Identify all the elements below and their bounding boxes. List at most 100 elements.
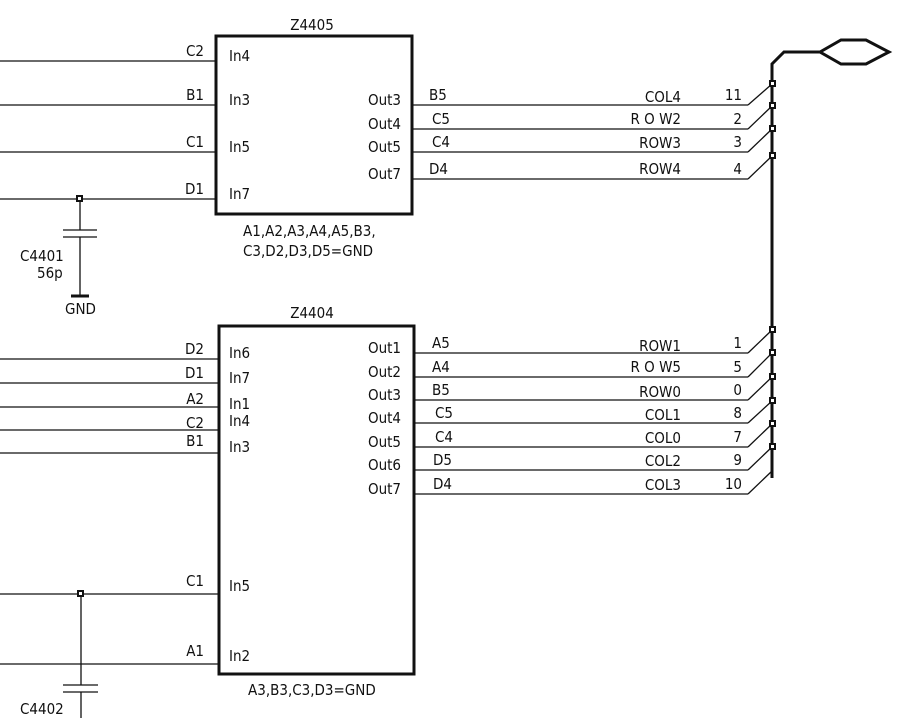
bus-junction xyxy=(769,349,776,356)
bus-junction xyxy=(769,443,776,450)
bus-entry xyxy=(747,83,773,106)
bus-entry xyxy=(747,329,773,354)
bus-junction xyxy=(769,125,776,132)
output-net-label: C4 xyxy=(432,133,450,151)
input-net-label: C2 xyxy=(186,414,204,432)
junction-dot xyxy=(76,195,83,202)
input-pin-label: In2 xyxy=(229,647,250,665)
bus-entry xyxy=(747,105,773,130)
z4405-output-row: D4 ROW4 4 xyxy=(412,155,773,180)
input-net-label: A2 xyxy=(186,390,204,408)
z4404-output-row: C4 COL0 7 xyxy=(414,423,773,448)
signal-label: ROW0 xyxy=(639,383,681,401)
output-pin-label: Out6 xyxy=(368,456,401,474)
pin-number: 9 xyxy=(733,451,742,469)
component-ref: Z4405 xyxy=(290,16,334,34)
bus-entry xyxy=(747,423,773,448)
input-pin-label: In3 xyxy=(229,438,250,456)
component-z4405: Z4405 C2 In4 B1 In3 C1 In5 D1 In7 Out3 O… xyxy=(0,16,414,260)
output-net-label: C5 xyxy=(435,404,453,422)
ground-label: GND xyxy=(65,300,96,318)
pin-number: 5 xyxy=(733,358,742,376)
input-pin-label: In5 xyxy=(229,577,250,595)
signal-label: COL4 xyxy=(645,88,681,106)
bus-entry xyxy=(747,400,773,424)
input-net-label: C1 xyxy=(186,572,204,590)
input-pin-label: In4 xyxy=(229,412,250,430)
input-pin-label: In7 xyxy=(229,369,250,387)
pin-number: 1 xyxy=(733,334,742,352)
input-net-label: B1 xyxy=(186,432,204,450)
bus-connector-hexagon xyxy=(816,38,893,66)
input-net-label: D1 xyxy=(185,180,204,198)
signal-label: R O W5 xyxy=(631,358,682,376)
bus-entry xyxy=(747,376,773,401)
z4404-output-row: D4 COL3 10 xyxy=(414,470,773,495)
input-net-label: D2 xyxy=(185,340,204,358)
output-net-label: B5 xyxy=(432,381,450,399)
z4404-output-row: A4 R O W5 5 xyxy=(414,352,773,378)
component-ref: Z4404 xyxy=(290,304,334,322)
z4405-output-row: C4 ROW3 3 xyxy=(412,128,773,153)
z4405-output-row: B5 COL4 11 xyxy=(412,83,773,106)
input-net-label: A1 xyxy=(186,642,204,660)
pin-number: 2 xyxy=(733,110,742,128)
z4404-output-row: A5 ROW1 1 xyxy=(414,329,773,355)
z4404-output-row: D5 COL2 9 xyxy=(414,446,773,471)
signal-bus xyxy=(769,38,893,478)
junction-dot xyxy=(77,590,84,597)
output-net-label: A4 xyxy=(432,358,450,376)
output-net-label: D4 xyxy=(433,475,452,493)
output-net-label: C4 xyxy=(435,428,453,446)
input-pin-label: In1 xyxy=(229,395,250,413)
input-net-label: D1 xyxy=(185,364,204,382)
z4404-output-row: C5 COL1 8 xyxy=(414,400,773,424)
bus-junction xyxy=(769,102,776,109)
input-pin-label: In3 xyxy=(229,91,250,109)
pin-number: 11 xyxy=(725,86,742,104)
bus-entry xyxy=(747,155,773,180)
bus-entry xyxy=(747,470,773,495)
bus-junction xyxy=(769,397,776,404)
output-pin-label: Out7 xyxy=(368,480,401,498)
output-net-label: A5 xyxy=(432,334,450,352)
pin-number: 8 xyxy=(733,404,742,422)
signal-label: COL1 xyxy=(645,406,681,424)
bus-junction xyxy=(769,420,776,427)
bus-entry xyxy=(747,128,773,153)
output-pin-label: Out7 xyxy=(368,165,401,183)
capacitor-c4402: C4402 xyxy=(20,590,98,718)
ic-body xyxy=(214,34,414,216)
pin-number: 3 xyxy=(733,133,742,151)
component-z4404: Z4404 D2 In6 D1 In7 A2 In1 C2 In4 B1 In3… xyxy=(0,304,416,699)
output-pin-label: Out3 xyxy=(368,91,401,109)
signal-label: ROW4 xyxy=(639,160,681,178)
signal-label: COL0 xyxy=(645,429,681,447)
z4405-output-row: C5 R O W2 2 xyxy=(412,105,773,130)
output-net-label: D5 xyxy=(433,451,452,469)
output-pin-label: Out4 xyxy=(368,115,401,133)
bus-entry xyxy=(747,446,773,471)
bus-junction xyxy=(769,326,776,333)
cap-ref: C4401 xyxy=(20,247,64,265)
output-pin-label: Out5 xyxy=(368,433,401,451)
bus-line xyxy=(770,50,820,478)
output-pin-label: Out5 xyxy=(368,138,401,156)
signal-label: COL3 xyxy=(645,476,681,494)
bus-junction xyxy=(769,152,776,159)
output-net-label: C5 xyxy=(432,110,450,128)
signal-label: R O W2 xyxy=(631,110,682,128)
input-pin-label: In4 xyxy=(229,47,250,65)
pin-number: 4 xyxy=(733,160,742,178)
output-pin-label: Out2 xyxy=(368,363,401,381)
output-net-label: D4 xyxy=(429,160,448,178)
pin-number: 10 xyxy=(725,475,742,493)
gnd-note-line: A3,B3,C3,D3=GND xyxy=(248,681,376,699)
input-net-label: B1 xyxy=(186,86,204,104)
signal-label: ROW1 xyxy=(639,337,681,355)
input-pin-label: In5 xyxy=(229,138,250,156)
cap-ref: C4402 xyxy=(20,700,64,718)
signal-label: ROW3 xyxy=(639,134,681,152)
